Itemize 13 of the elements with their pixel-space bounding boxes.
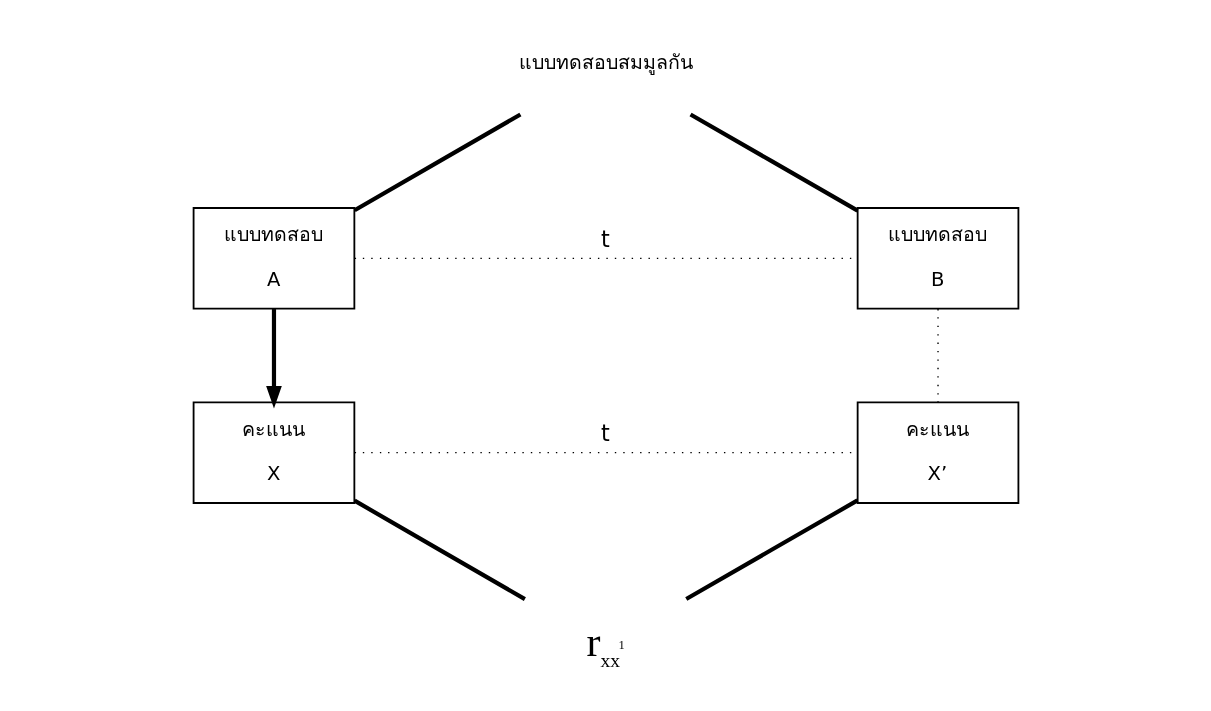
connector — [353, 112, 521, 213]
node-box: แบบทดสอบ A — [192, 207, 355, 310]
connector — [684, 498, 859, 601]
node-box: แบบทดสอบ B — [856, 207, 1019, 310]
connector — [353, 498, 526, 601]
connector — [936, 308, 939, 403]
node-text: แบบทดสอบสมมูลกัน — [518, 51, 693, 75]
edge-label: t — [600, 420, 610, 447]
edge-label: t — [600, 225, 610, 252]
node-box: คะแนน X’ — [856, 401, 1019, 504]
node-box: คะแนน X — [192, 401, 355, 504]
arrow — [265, 309, 282, 409]
connector — [689, 112, 859, 213]
